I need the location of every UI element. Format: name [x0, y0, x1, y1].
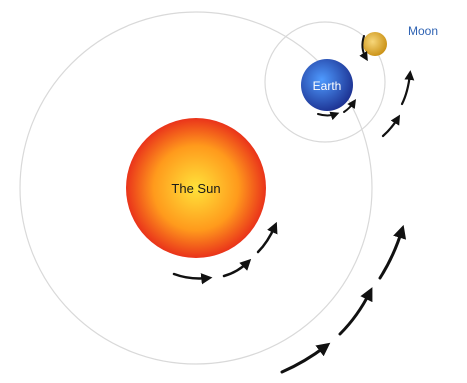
moon: [363, 32, 387, 56]
sun-rotation-arrow-3: [258, 226, 275, 252]
earth-label: Earth: [313, 79, 342, 93]
earth-orbit-arrow-3: [380, 230, 402, 278]
sun-label: The Sun: [171, 181, 220, 196]
moon-orbit-arrow-1: [383, 118, 398, 136]
earth-orbit-arrow-2: [340, 292, 370, 334]
moon-label: Moon: [408, 24, 438, 38]
earth-orbit-arrow-1: [282, 346, 326, 372]
moon-orbit-arrow-2: [402, 74, 410, 104]
sun-rotation-arrow-2: [224, 262, 248, 276]
sun-rotation-arrow-1: [174, 274, 208, 279]
earth-rotation-arrow-1: [318, 114, 336, 116]
